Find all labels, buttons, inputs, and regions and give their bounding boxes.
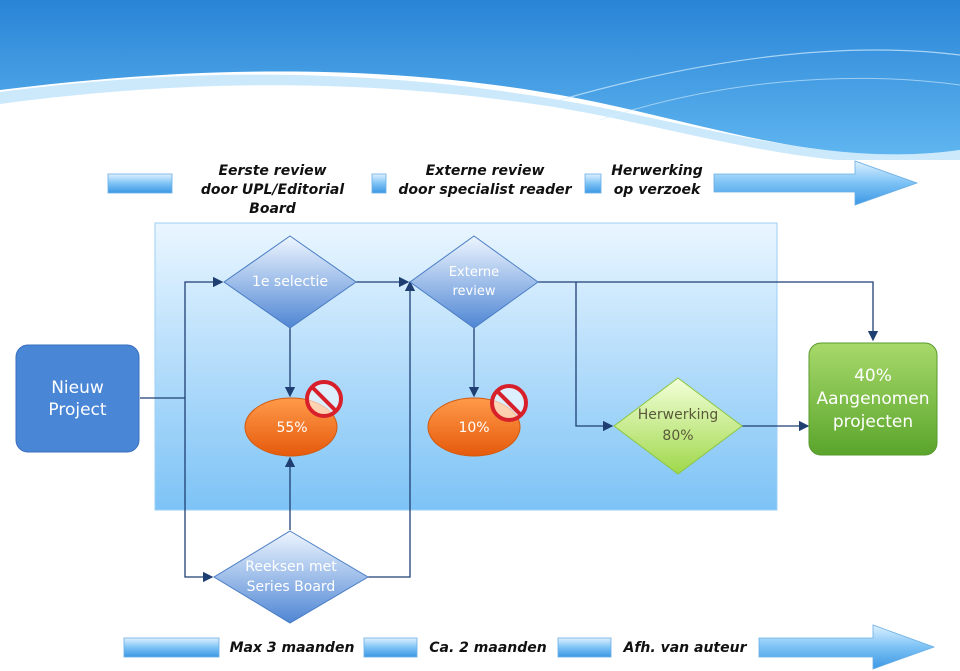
accepted-label: 40% Aangenomen projecten — [816, 365, 930, 432]
prohibited-icon — [490, 384, 528, 422]
selectie-label: 1e selectie — [251, 274, 329, 290]
reeksen-diamond — [213, 530, 369, 624]
prohibited-icon — [305, 380, 343, 418]
duration-timeline-arrow — [123, 624, 936, 670]
connector-lines — [140, 276, 879, 583]
herwerking-diamond — [613, 377, 743, 475]
start-node — [15, 344, 140, 453]
selectie-diamond — [223, 235, 357, 329]
timeline-label-max-3-maanden: Max 3 maanden — [229, 640, 355, 656]
externe-review-label: Externe review — [448, 265, 500, 299]
phase-timeline-arrow — [107, 160, 919, 206]
externe-review-diamond — [409, 235, 539, 329]
header-wave-banner — [0, 0, 960, 160]
phase-label-herwerking: Herwerking op verzoek — [611, 163, 703, 198]
timeline-label-ca-2-maanden: Ca. 2 maanden — [429, 640, 547, 656]
phase-label-externe-review: Externe review door specialist reader — [398, 163, 572, 198]
reeksen-label: Reeksen met Series Board — [245, 559, 337, 595]
reject-10-label: 10% — [458, 420, 490, 436]
start-node-label: Nieuw Project — [48, 377, 107, 420]
herwerking-label: Herwerking 80% — [637, 407, 719, 444]
reject-55-label: 55% — [276, 420, 308, 436]
timeline-label-afh-van-auteur: Afh. van auteur — [623, 640, 747, 656]
accepted-node — [808, 342, 938, 456]
phase-label-eerste-review: Eerste review door UPL/Editorial Board — [200, 163, 345, 217]
